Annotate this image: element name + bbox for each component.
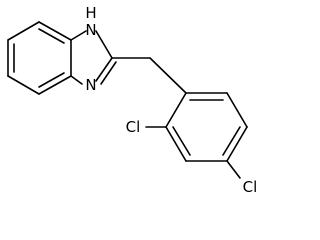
atom-label-n-amine: N (85, 21, 96, 39)
imidazole-ring (70, 30, 117, 85)
dichlorophenyl-ring (165, 92, 248, 162)
benzene-ring-fused (7, 21, 72, 95)
bond-to-cl-para (226, 160, 241, 179)
atom-label-cl-para: Cl (243, 178, 258, 196)
chemical-structure: H N N Cl Cl (7, 4, 258, 196)
atom-label-n-imidazole: N (85, 76, 96, 94)
atom-label-nh: H (85, 4, 96, 22)
methylene-bridge (111, 57, 187, 94)
atom-label-cl-ortho: Cl (126, 118, 141, 136)
